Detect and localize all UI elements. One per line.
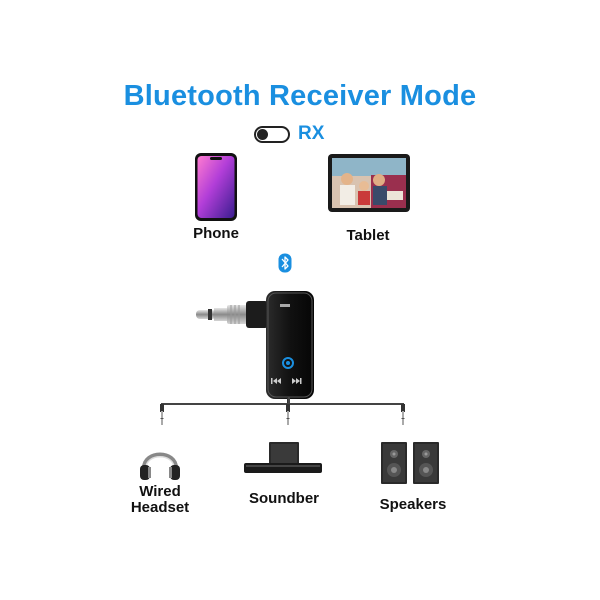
source-label-phone: Phone bbox=[193, 225, 239, 242]
output-label-speakers: Speakers bbox=[379, 496, 447, 513]
output-label-headset: Wired Headset bbox=[130, 483, 190, 516]
speakers-icon bbox=[381, 442, 439, 484]
bluetooth-receiver-device bbox=[196, 291, 314, 407]
plug-icon bbox=[160, 404, 164, 425]
bluetooth-icon bbox=[278, 253, 292, 273]
plug-icon bbox=[286, 404, 290, 425]
output-label-soundbar: Soundber bbox=[249, 490, 319, 507]
rx-mode-toggle[interactable] bbox=[254, 126, 290, 143]
source-label-tablet: Tablet bbox=[346, 227, 390, 244]
page-title: Bluetooth Receiver Mode bbox=[123, 80, 477, 112]
output-wire-bus bbox=[161, 403, 404, 405]
smartphone-icon bbox=[195, 153, 237, 221]
output-wire-trunk bbox=[288, 397, 290, 405]
plug-icon bbox=[401, 404, 405, 425]
toggle-knob bbox=[257, 129, 268, 140]
mode-label: RX bbox=[298, 123, 325, 144]
tablet-icon bbox=[328, 154, 410, 212]
soundbar-icon bbox=[244, 442, 322, 473]
headphones-icon bbox=[140, 452, 180, 480]
